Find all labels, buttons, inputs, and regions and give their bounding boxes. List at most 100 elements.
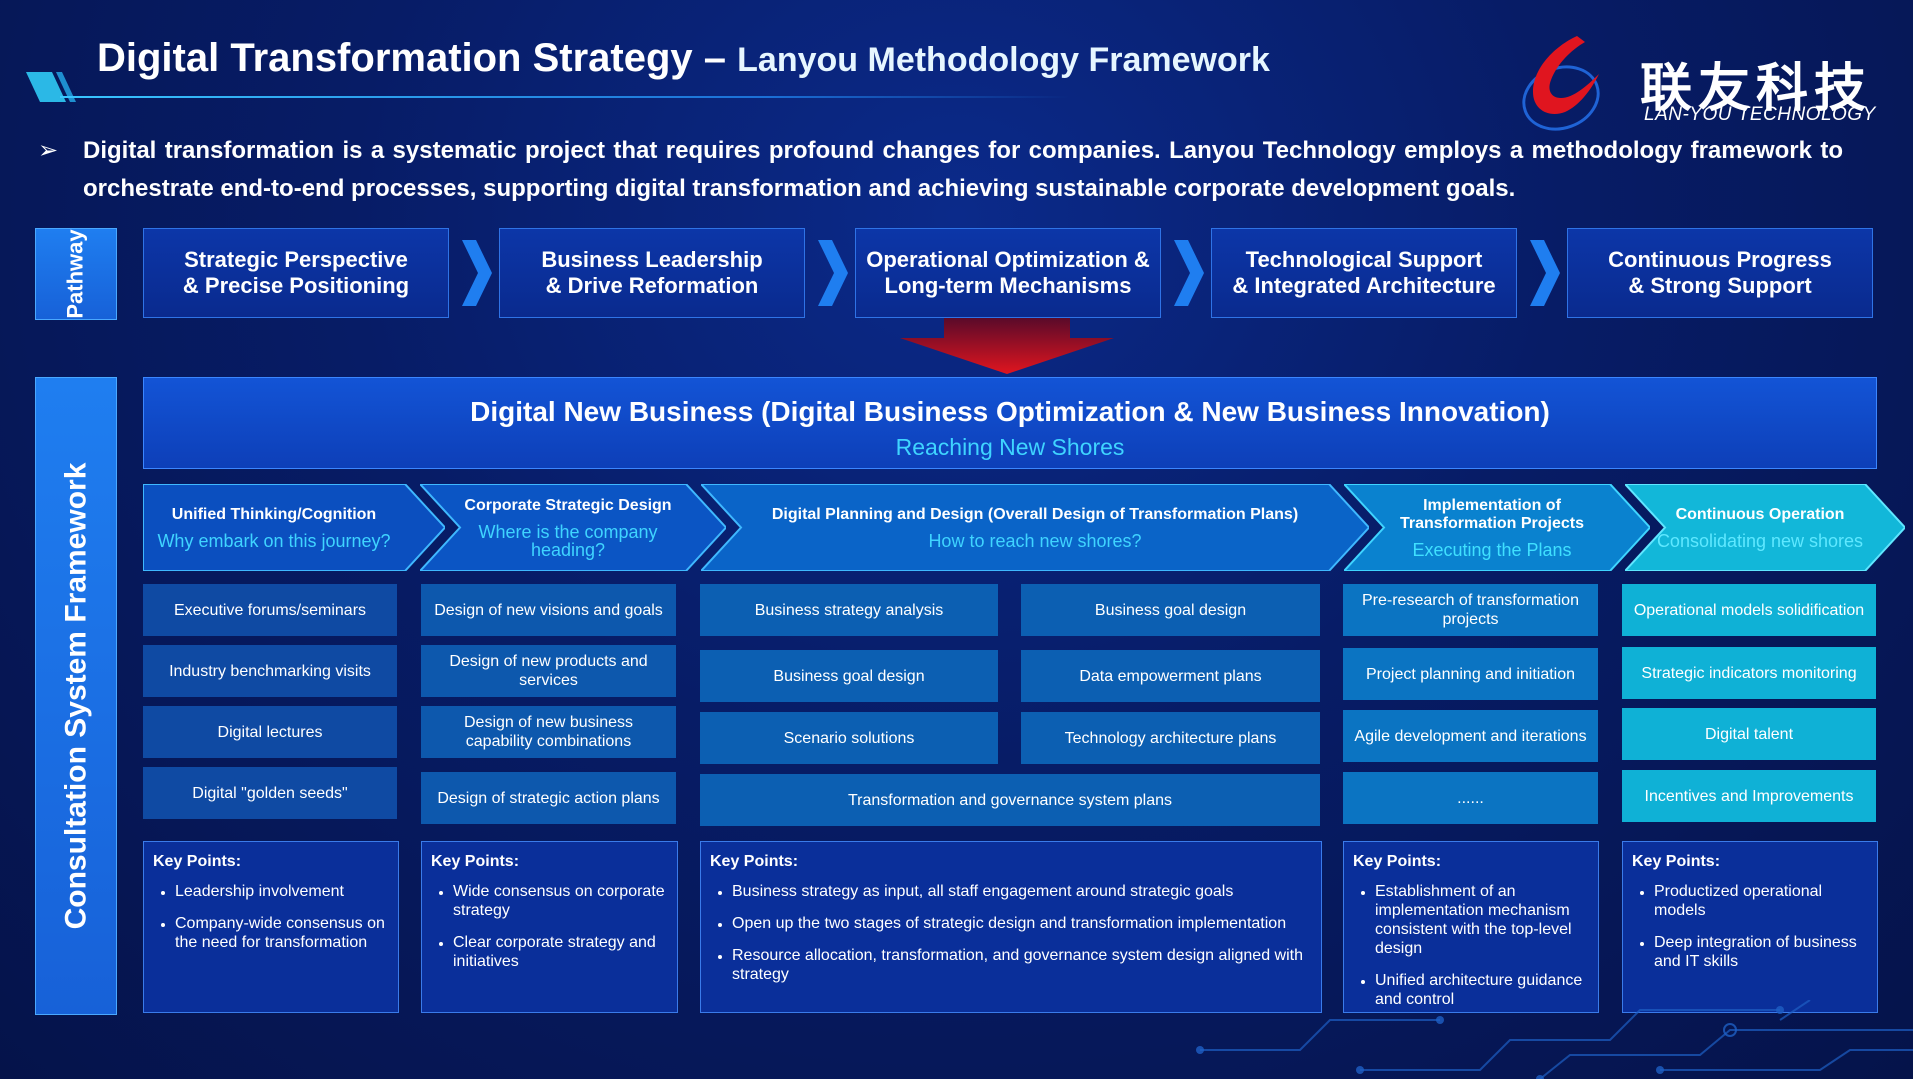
- cell-item: ......: [1343, 772, 1598, 824]
- stage-arrow-shape: [143, 484, 445, 571]
- stage-title: Unified Thinking/Cognition: [171, 505, 377, 523]
- pathway-step-line: Continuous Progress: [1608, 247, 1832, 272]
- cell-item-wide: Transformation and governance system pla…: [700, 774, 1320, 826]
- pathway-step-5: Continuous Progress& Strong Support: [1567, 228, 1873, 318]
- cell-item: Design of new business capability combin…: [421, 706, 676, 758]
- framework-label: Consultation System Framework: [35, 377, 117, 1015]
- cell-item: Project planning and initiation: [1343, 648, 1598, 700]
- key-point-item: Productized operational models: [1654, 882, 1868, 920]
- cell-item: Industry benchmarking visits: [143, 645, 397, 697]
- page-title-sub: Lanyou Methodology Framework: [737, 41, 1270, 79]
- cell-item: Pre-research of transformation projects: [1343, 584, 1598, 636]
- intro-text: Digital transformation is a systematic p…: [83, 137, 1843, 202]
- pathway-step-line: & Integrated Architecture: [1232, 273, 1496, 298]
- key-point-item: Establishment of an implementation mecha…: [1375, 882, 1589, 958]
- pathway-step-line: & Strong Support: [1628, 273, 1812, 298]
- cell-item: Design of new products and services: [421, 645, 676, 697]
- pathway-step-4: Technological Support& Integrated Archit…: [1211, 228, 1517, 318]
- key-point-item: Deep integration of business and IT skil…: [1654, 933, 1868, 971]
- chevron-right-icon: [818, 240, 848, 306]
- pathway-label-text: Pathway: [63, 229, 89, 319]
- key-point-item: Wide consensus on corporate strategy: [453, 882, 668, 920]
- stage-title: Implementation of Transformation Project…: [1399, 496, 1585, 532]
- cell-item: Digital talent: [1622, 708, 1876, 760]
- title-underline: [60, 96, 1070, 98]
- cell-item: Business goal design: [1021, 584, 1320, 636]
- lanyou-logo-icon: [1522, 36, 1600, 131]
- key-points-heading: Key Points:: [1632, 853, 1721, 870]
- key-points-heading: Key Points:: [153, 853, 242, 870]
- stage-question: Consolidating new shores: [1656, 530, 1864, 551]
- pathway-step-line: Business Leadership: [541, 247, 763, 272]
- key-point-item: Resource allocation, transformation, and…: [732, 946, 1312, 984]
- stage-title: Digital Planning and Design (Overall Des…: [771, 505, 1299, 523]
- cell-item: Data empowerment plans: [1021, 650, 1320, 702]
- stage-continuous-operation: Continuous Operation Consolidating new s…: [1625, 484, 1905, 571]
- logo-chinese-text: 联友科技: [1640, 59, 1873, 119]
- pathway-step-line: Strategic Perspective: [184, 247, 408, 272]
- pathway-step-3: Operational Optimization &Long-term Mech…: [855, 228, 1161, 318]
- key-points-heading: Key Points:: [431, 853, 520, 870]
- cell-item: Strategic indicators monitoring: [1622, 647, 1876, 699]
- stage-corporate-strategic-design: Corporate Strategic Design Where is the …: [420, 484, 726, 571]
- chevron-right-icon: [1530, 240, 1560, 306]
- cell-item: Business strategy analysis: [700, 584, 998, 636]
- arrow-down-icon: [900, 318, 1114, 374]
- chevron-right-icon: [462, 240, 492, 306]
- key-points-box-2: Key Points: Wide consensus on corporate …: [421, 841, 678, 1013]
- stage-implementation: Implementation of Transformation Project…: [1344, 484, 1650, 571]
- pathway-step-2: Business Leadership& Drive Reformation: [499, 228, 805, 318]
- pathway-step-line: Long-term Mechanisms: [884, 273, 1132, 298]
- cell-item: Digital "golden seeds": [143, 767, 397, 819]
- pathway-step-line: Operational Optimization &: [866, 247, 1150, 272]
- key-point-item: Clear corporate strategy and initiatives: [453, 933, 668, 971]
- key-points-box-4: Key Points: Establishment of an implemen…: [1343, 841, 1599, 1013]
- stage-question: How to reach new shores?: [928, 530, 1142, 551]
- title-decoration-icon: [26, 72, 76, 102]
- cell-item: Design of new visions and goals: [421, 584, 676, 636]
- intro-bullet-icon: ➢: [38, 137, 59, 164]
- cell-item: Design of strategic action plans: [421, 772, 676, 824]
- digital-new-business-band: Digital New Business (Digital Business O…: [143, 377, 1877, 469]
- stage-question: Why embark on this journey?: [157, 530, 391, 551]
- band-subtitle: Reaching New Shores: [895, 434, 1125, 460]
- stage-arrow-shape: [420, 484, 726, 571]
- cell-item: Incentives and Improvements: [1622, 770, 1876, 822]
- logo-english-text: LAN-YOU TECHNOLOGY: [1644, 104, 1876, 125]
- key-point-item: Open up the two stages of strategic desi…: [732, 914, 1312, 933]
- stage-arrow-shape: [1625, 484, 1905, 571]
- cell-item: Scenario solutions: [700, 712, 998, 764]
- stage-question: Executing the Plans: [1412, 539, 1572, 560]
- key-points-heading: Key Points:: [710, 853, 799, 870]
- key-point-item: Business strategy as input, all staff en…: [732, 882, 1312, 901]
- stage-title: Corporate Strategic Design: [464, 496, 672, 514]
- key-points-box-5: Key Points: Productized operational mode…: [1622, 841, 1878, 1013]
- cell-item: Digital lectures: [143, 706, 397, 758]
- pathway-step-line: & Precise Positioning: [182, 273, 410, 298]
- pathway-step-1: Strategic Perspective& Precise Positioni…: [143, 228, 449, 318]
- framework-label-text: Consultation System Framework: [59, 462, 92, 930]
- stage-title: Continuous Operation: [1675, 505, 1845, 523]
- cell-item: Business goal design: [700, 650, 998, 702]
- stage-arrow-shape: [701, 484, 1369, 571]
- stage-question: Where is the company heading?: [478, 521, 658, 560]
- pathway-step-line: Technological Support: [1245, 247, 1483, 272]
- pathway-label: Pathway: [35, 228, 117, 320]
- stage-unified-thinking: Unified Thinking/Cognition Why embark on…: [143, 484, 445, 571]
- key-points-box-3: Key Points: Business strategy as input, …: [700, 841, 1322, 1013]
- chevron-right-icon: [1174, 240, 1204, 306]
- key-points-box-1: Key Points: Leadership involvement Compa…: [143, 841, 399, 1013]
- page-title-main: Digital Transformation Strategy –: [97, 36, 727, 80]
- key-points-heading: Key Points:: [1353, 853, 1442, 870]
- page-title: Digital Transformation Strategy – Lanyou…: [97, 36, 1270, 81]
- key-point-item: Leadership involvement: [175, 882, 389, 901]
- key-point-item: Unified architecture guidance and contro…: [1375, 971, 1589, 1009]
- cell-item: Executive forums/seminars: [143, 584, 397, 636]
- cell-item: Operational models solidification: [1622, 584, 1876, 636]
- stage-arrow-shape: [1344, 484, 1650, 571]
- band-title: Digital New Business (Digital Business O…: [470, 396, 1550, 427]
- key-point-item: Company-wide consensus on the need for t…: [175, 914, 389, 952]
- cell-item: Agile development and iterations: [1343, 710, 1598, 762]
- circuit-decoration-icon: [1196, 1000, 1913, 1079]
- cell-item: Technology architecture plans: [1021, 712, 1320, 764]
